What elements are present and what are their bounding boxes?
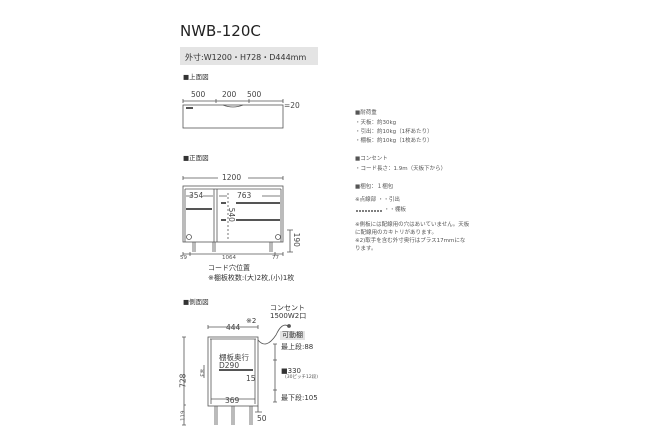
side-view-drawing <box>182 324 291 426</box>
shelf-pitch: (30ピッチ12段) <box>285 375 318 380</box>
load-item: ・棚板：約10kg（1枚あたり） <box>355 138 433 144</box>
note-mark-3: ※3 <box>197 368 204 377</box>
dim-right: 500 <box>247 90 262 99</box>
top-step: 最上段:88 <box>281 343 314 351</box>
movable-shelf-label: 可動棚 <box>280 331 305 340</box>
shelf-depth: D290 <box>219 361 240 370</box>
cord-hole-note: コード穴位置 <box>208 264 250 272</box>
load-title: ■耐荷重 <box>355 110 377 116</box>
load-item: ・引出：約10kg（1杯あたり） <box>355 129 433 135</box>
note-mark-2: ※2 <box>246 317 257 325</box>
spec-bar: 外寸:W1200・H728・D444mm <box>180 47 318 65</box>
dim-1064: 1064 <box>222 255 236 261</box>
leg-dim: 119 <box>180 410 187 422</box>
shelf-gap: 15 <box>246 374 256 383</box>
outer-dimensions: 外寸:W1200・H728・D444mm <box>185 53 307 62</box>
cord-length: ・コード長さ：1.9m（天板下から） <box>355 166 447 172</box>
dim-left: 500 <box>191 90 206 99</box>
dim-59: 59 <box>180 255 187 261</box>
load-item: ・天板：約30kg <box>355 120 397 126</box>
dim-77: 77 <box>272 255 279 261</box>
note-line: ※2)取手を含む外寸奥行はプラス17mmにな <box>355 238 466 244</box>
front-width: 1200 <box>222 173 242 182</box>
inner-height: 540 <box>226 207 236 222</box>
bottom-step: 最下段:105 <box>281 394 318 402</box>
leg-height: 190 <box>291 232 301 247</box>
product-title: NWB-120C <box>180 22 261 40</box>
top-view-drawing <box>182 99 284 129</box>
shelf-depth-label: 棚板奥行 <box>219 353 249 362</box>
legend-solid: ・・棚板 <box>384 207 407 213</box>
outlet-spec: 1500W2口 <box>270 312 307 320</box>
side-view-label: ■側面図 <box>183 298 209 306</box>
outlet-title: ■コンセント <box>355 156 388 162</box>
note-line: ります。 <box>355 246 377 252</box>
shelf-range: ■330 <box>281 367 301 375</box>
dim-center: 200 <box>222 90 237 99</box>
side-height: 728 <box>178 373 188 388</box>
right-inner-width: 763 <box>237 191 252 200</box>
outlet-label: コンセント <box>270 304 305 312</box>
side-depth: 444 <box>226 323 241 332</box>
left-inner-width: 354 <box>189 191 204 200</box>
top-view-label: ■上面図 <box>183 73 209 81</box>
legend-dotted: ※点線部 ・・引出 <box>355 197 400 203</box>
note-line: に配線用のカキトリがあります。 <box>355 230 437 236</box>
pack-title: ■梱包：１梱包 <box>355 184 394 190</box>
front-view-drawing <box>182 176 293 256</box>
note-line: ※側板には配線用の穴はあいていません。天板 <box>355 222 470 228</box>
front-view-label: ■正面図 <box>183 154 209 162</box>
inner-depth: 369 <box>225 396 240 405</box>
back-dim: 50 <box>257 414 267 423</box>
top-thickness: =20 <box>284 101 300 110</box>
shelf-count-note: ※棚板枚数:(大)2枚,(小)1枚 <box>208 274 295 282</box>
